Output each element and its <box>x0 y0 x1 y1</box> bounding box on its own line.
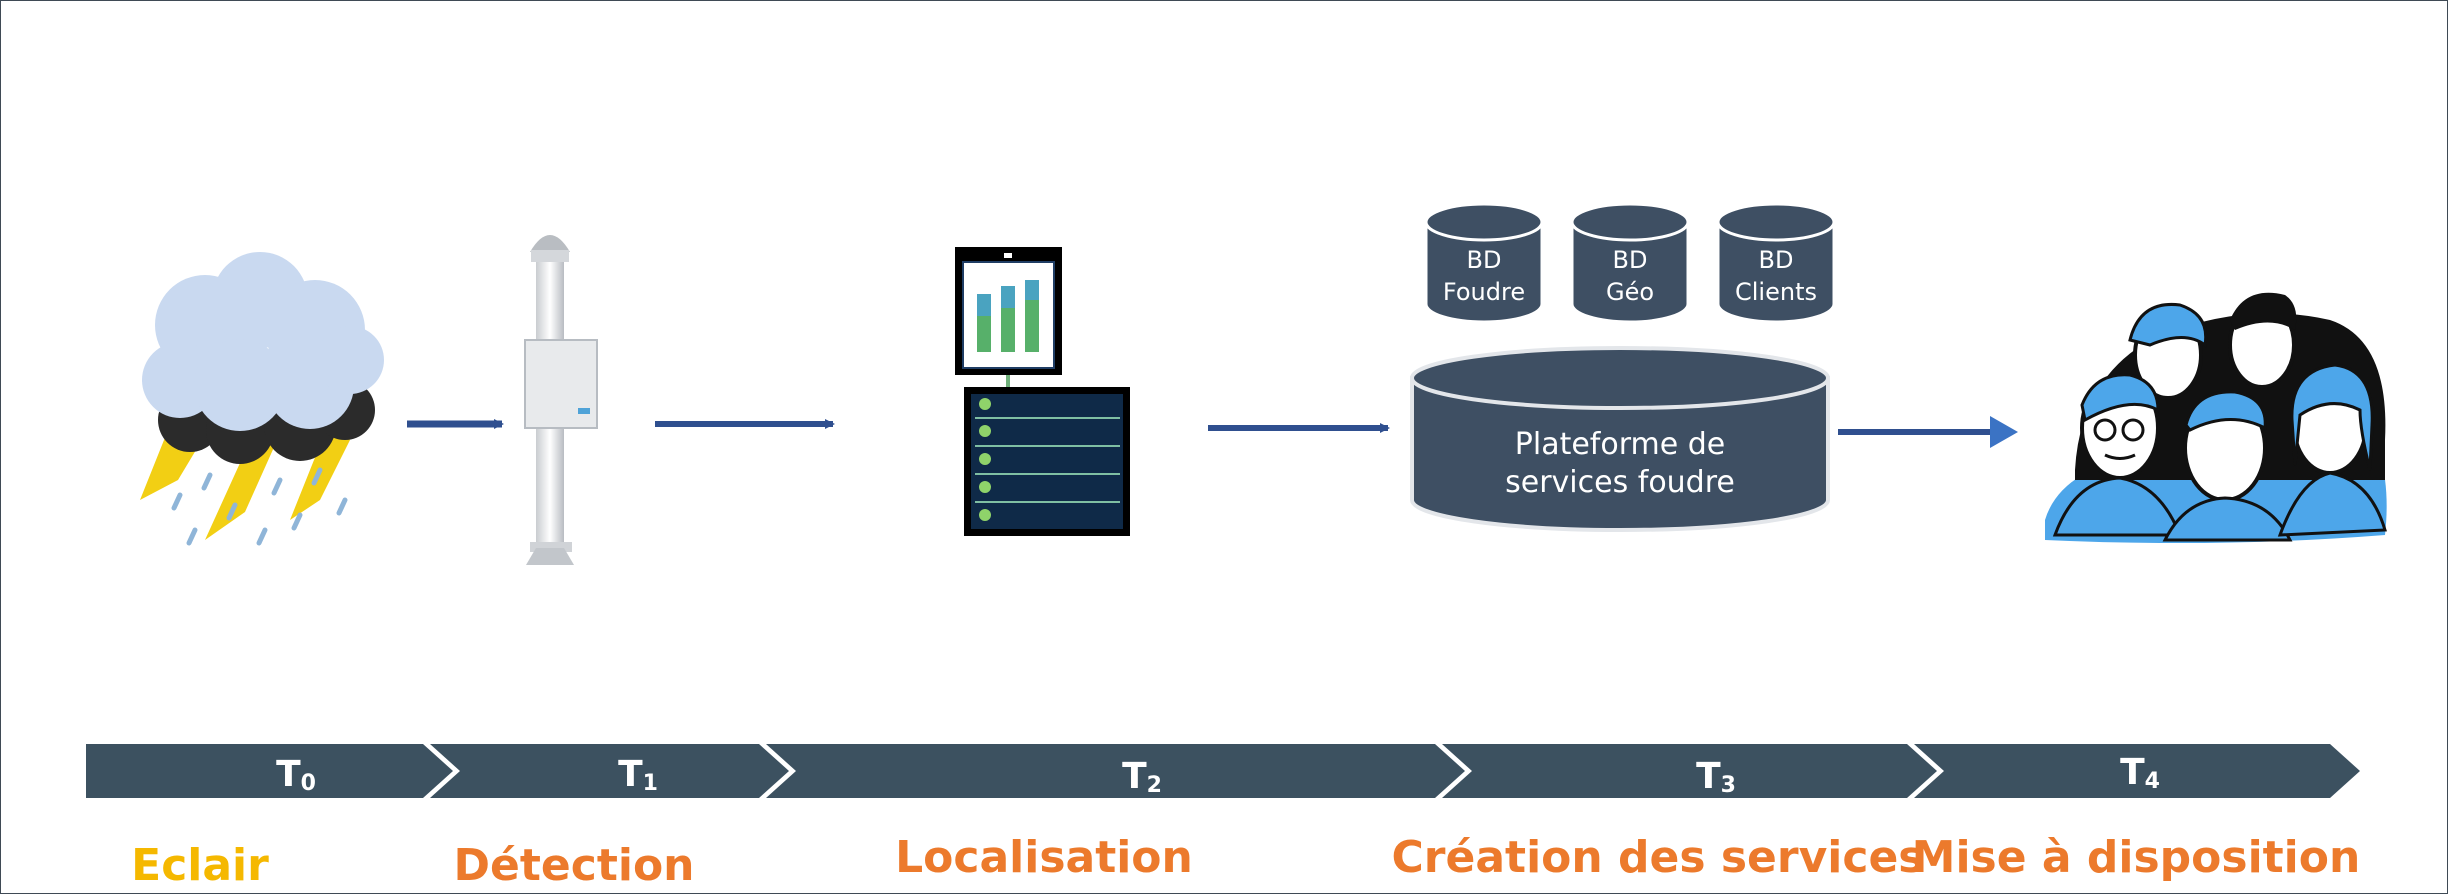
timeline-label-t4: T4 <box>2120 752 2160 794</box>
stage-label-creation: Création des services <box>1392 832 1925 883</box>
stage-label-eclair: Eclair <box>131 840 269 891</box>
timeline-label-t0: T0 <box>276 754 316 796</box>
timeline-label-t3: T3 <box>1696 756 1736 798</box>
timeline-segment-t1 <box>430 744 789 798</box>
database-clients: BD Clients <box>1716 202 1836 324</box>
storm-cloud-icon <box>140 252 384 546</box>
people-group-icon <box>2045 292 2387 544</box>
platform-label-line1: Plateforme de <box>1515 427 1725 462</box>
db-label-line2: Géo <box>1606 278 1654 306</box>
server-computer-icon <box>955 247 1130 536</box>
timeline-segment-t2 <box>766 744 1465 798</box>
timeline-segment-t4 <box>1914 744 2360 798</box>
database-geo: BD Géo <box>1570 202 1690 324</box>
timeline-segment-t0 <box>86 744 453 798</box>
db-label-line1: BD <box>1467 246 1502 274</box>
platform-label-line2: services foudre <box>1505 465 1735 500</box>
timeline-segment-t3 <box>1442 744 1937 798</box>
db-label-line1: BD <box>1759 246 1794 274</box>
db-label-line1: BD <box>1613 246 1648 274</box>
flow-arrowhead <box>1990 416 2018 448</box>
stage-label-mise-a-disposition: Mise à disposition <box>1912 832 2361 883</box>
timeline-label-t2: T2 <box>1122 756 1162 798</box>
platform-database: Plateforme de services foudre <box>1410 346 1830 532</box>
stage-label-localisation: Localisation <box>895 832 1193 883</box>
db-label-line2: Foudre <box>1443 278 1525 306</box>
timeline-label-t1: T1 <box>618 754 658 796</box>
lightning-sensor-icon <box>524 235 598 565</box>
db-label-line2: Clients <box>1735 278 1817 306</box>
timeline: T0 T1 T2 T3 T4 <box>86 744 2360 798</box>
database-foudre: BD Foudre <box>1424 202 1544 324</box>
stage-label-detection: Détection <box>454 840 695 891</box>
